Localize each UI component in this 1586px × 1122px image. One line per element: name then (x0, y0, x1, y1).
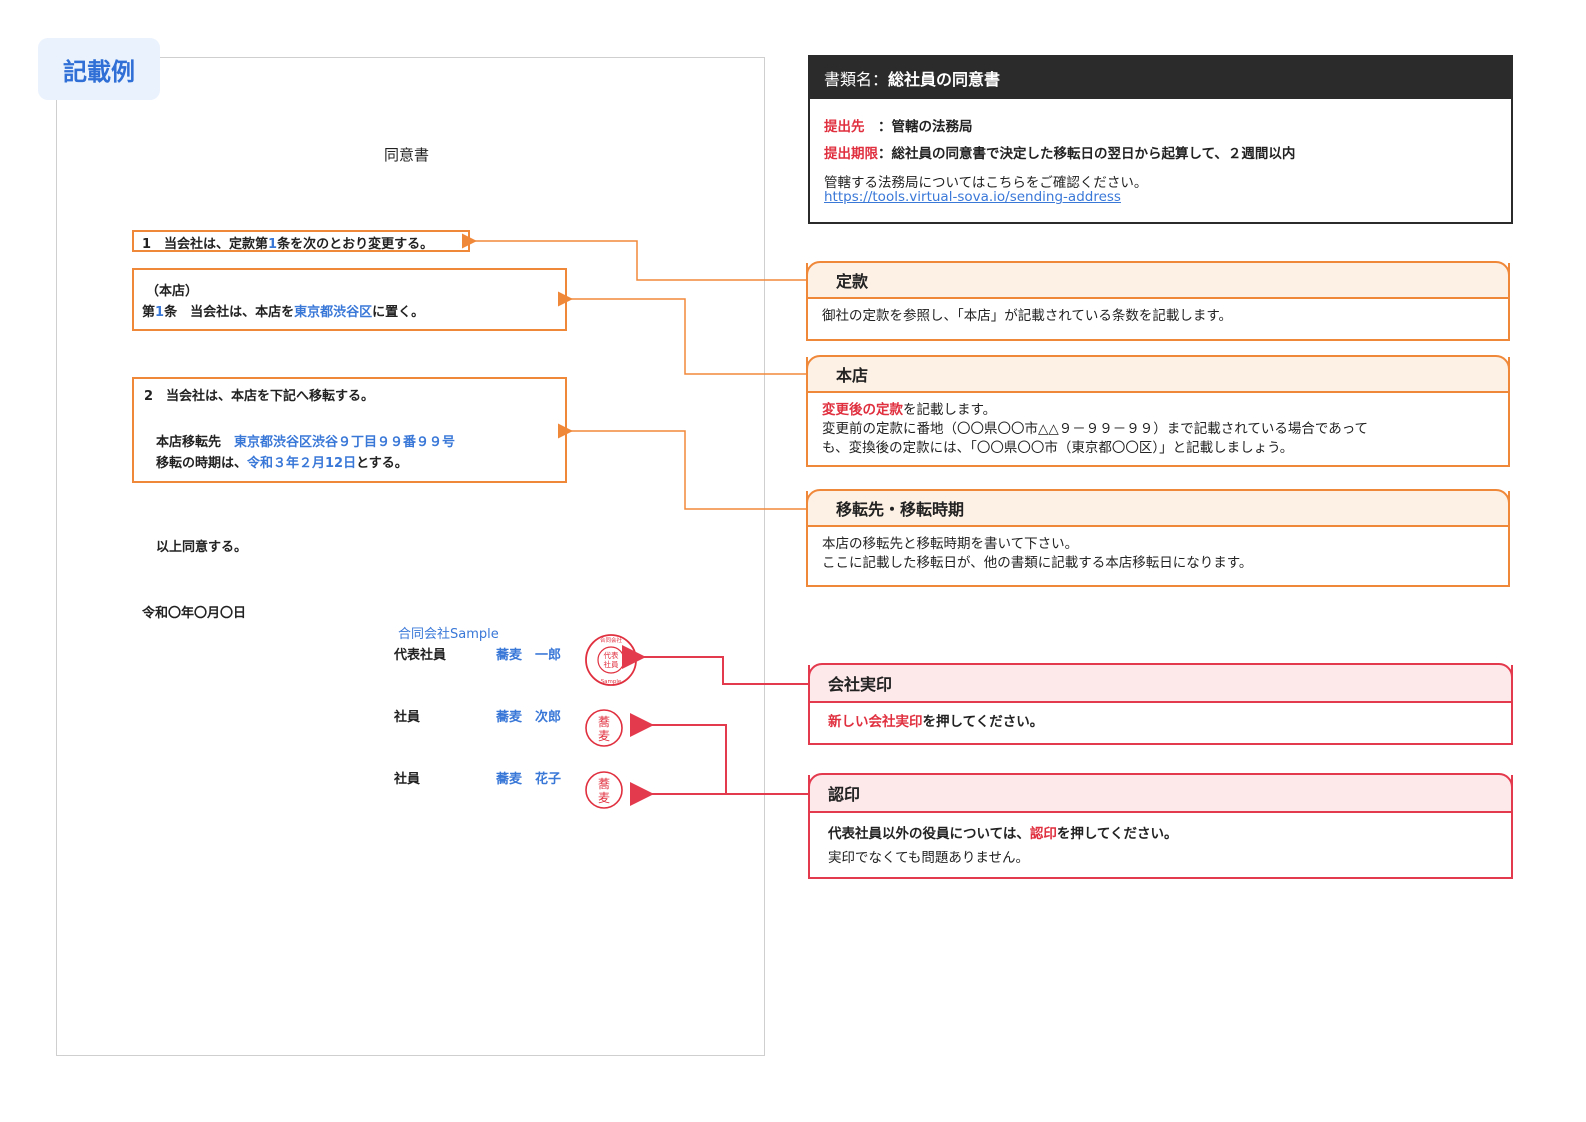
signer-role: 社員 (394, 772, 421, 787)
callout-ninin: 認印 代表社員以外の役員については、認印を押してください。 実印でなくても問題あ… (808, 773, 1513, 879)
callout-teikan-title: 定款 (806, 261, 1510, 299)
callout-jitsuin-body: 新しい会社実印を押してください。 (828, 714, 1044, 730)
item2-text: 2 当会社は、本店を下記へ移転する。 (144, 389, 375, 404)
info-header-prefix: 書類名： (824, 70, 889, 89)
new-address-line: 本店移転先 東京都渋谷区渋谷９丁目９９番９９号 (156, 435, 456, 450)
svg-text:麦: 麦 (598, 729, 610, 743)
personal-seal-stamp: 蕎 麦 (585, 709, 623, 747)
callout-honten-body: 変更後の定款を記載します。 変更前の定款に番地（〇〇県〇〇市△△９－９９－９９）… (822, 402, 1369, 456)
move-time-line: 移転の時期は、令和３年２月12日とする。 (156, 456, 408, 471)
arrow-jitsuin (622, 645, 808, 685)
document-info-panel: 書類名：総社員の同意書 提出先 ：管轄の法務局 提出期限：総社員の同意書で決定し… (808, 55, 1513, 224)
callout-teikan-body: 御社の定款を参照し、「本店」が記載されている条数を記載します。 (822, 308, 1232, 324)
info-note: 管轄する法務局についてはこちらをご確認ください。 (824, 175, 1148, 191)
submission-deadline: 提出期限：総社員の同意書で決定した移転日の翌日から起算して、２週間以内 (824, 146, 1296, 162)
callout-honten-title: 本店 (806, 355, 1510, 393)
svg-text:社員: 社員 (604, 659, 619, 669)
arrow-ninin-1 (630, 713, 808, 795)
callout-ninin-title: 認印 (808, 773, 1513, 813)
svg-text:Sample: Sample (601, 679, 622, 685)
arrow-teikan (462, 233, 806, 281)
signer-role: 代表社員 (394, 648, 447, 663)
submission-destination: 提出先 ：管轄の法務局 (824, 119, 973, 135)
info-header-title: 総社員の同意書 (888, 70, 1001, 89)
callout-honten: 本店 変更後の定款を記載します。 変更前の定款に番地（〇〇県〇〇市△△９－９９－… (806, 355, 1510, 467)
sending-address-link[interactable]: https://tools.virtual-sova.io/sending-ad… (824, 189, 1121, 205)
signer-name: 蕎麦 次郎 (496, 710, 562, 725)
info-header: 書類名：総社員の同意書 (810, 57, 1511, 99)
date-text: 令和〇年〇月〇日 (142, 606, 247, 621)
document-sheet (56, 57, 765, 1056)
signer-name: 蕎麦 花子 (496, 772, 562, 787)
callout-iten-body: 本店の移転先と移転時期を書いて下さい。 ここに記載した移転日が、他の書類に記載す… (822, 536, 1253, 571)
article-text: 第1条 当会社は、本店を東京都渋谷区に置く。 (142, 305, 425, 320)
company-name: 合同会社Sample (398, 627, 499, 642)
callout-teikan: 定款 御社の定款を参照し、「本店」が記載されている条数を記載します。 (806, 261, 1510, 341)
example-badge: 記載例 (38, 38, 160, 100)
svg-text:代表: 代表 (604, 650, 619, 660)
svg-text:蕎: 蕎 (598, 777, 610, 791)
callout-ninin-body: 代表社員以外の役員については、認印を押してください。 実印でなくても問題ありませ… (828, 826, 1178, 866)
svg-text:合同会社: 合同会社 (600, 636, 623, 644)
callout-jitsuin-title: 会社実印 (808, 663, 1513, 703)
arrow-honten (558, 291, 806, 375)
callout-iten-title: 移転先・移転時期 (806, 489, 1510, 527)
svg-text:蕎: 蕎 (598, 715, 610, 729)
item1-text: 1 当会社は、定款第1条を次のとおり変更する。 (142, 237, 434, 252)
personal-seal-stamp: 蕎 麦 (585, 771, 623, 809)
honten-label: （本店） (146, 284, 199, 299)
agreed-text: 以上同意する。 (156, 540, 248, 555)
callout-jitsuin: 会社実印 新しい会社実印を押してください。 (808, 663, 1513, 745)
signer-name: 蕎麦 一郎 (496, 648, 562, 663)
svg-text:麦: 麦 (598, 791, 610, 805)
arrow-iten (558, 423, 806, 510)
document-title: 同意書 (384, 146, 430, 164)
signer-role: 社員 (394, 710, 421, 725)
callout-iten: 移転先・移転時期 本店の移転先と移転時期を書いて下さい。 ここに記載した移転日が… (806, 489, 1510, 587)
